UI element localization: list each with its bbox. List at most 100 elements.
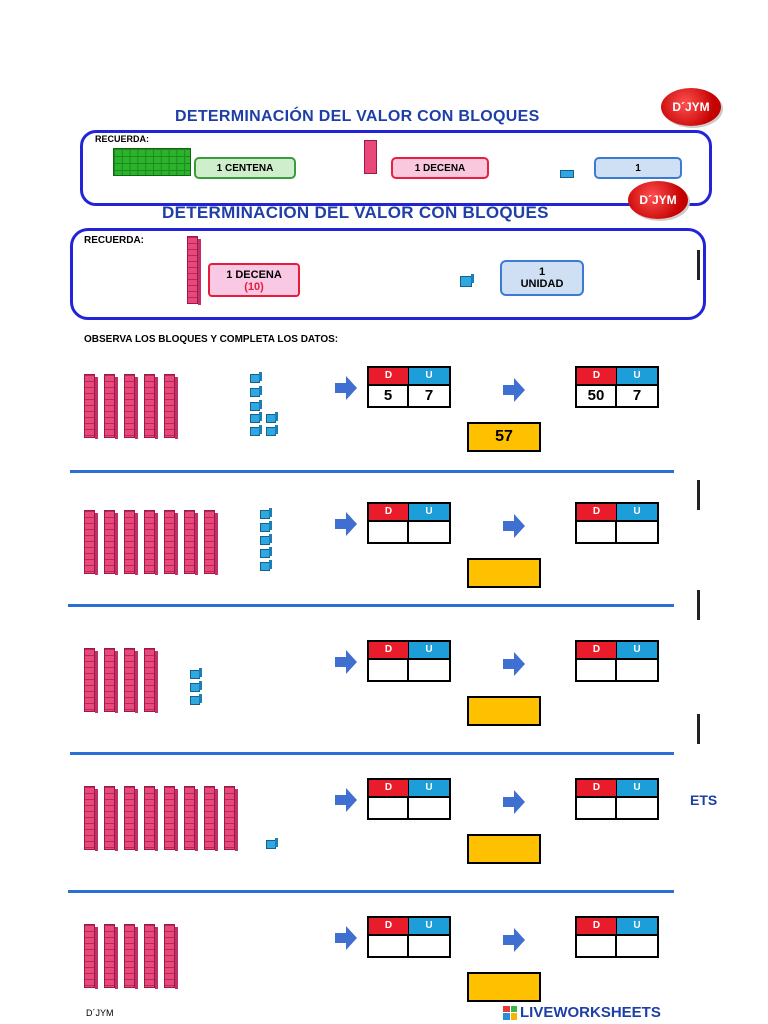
units-cell[interactable]: 7 [409,386,449,406]
instruction: OBSERVA LOS BLOQUES Y COMPLETA LOS DATOS… [84,334,339,345]
ten-rod [204,786,218,851]
units-cell[interactable] [617,936,657,956]
unidad-label-text: UNIDAD [520,278,564,290]
tens-header: D [577,780,617,798]
ten-rod [104,510,118,575]
edge-mark [697,590,700,620]
tens-cell[interactable] [369,660,409,680]
section-divider [70,752,674,755]
background-ten-rod [364,140,377,174]
unit-cube [460,274,474,287]
units-header: U [617,368,657,386]
footer-brand: LIVEWORKSHEETS [503,1004,661,1021]
answer-box[interactable] [467,972,541,1002]
page-title: DETERMINACIÓN DEL VALOR CON BLOQUES [162,203,549,222]
unit-cube [250,400,262,411]
answer-box[interactable]: 57 [467,422,541,452]
tens-cell[interactable] [369,936,409,956]
units-cell[interactable] [617,660,657,680]
arrow-right-icon [335,512,357,536]
tens-header: D [369,780,409,798]
decena-value: (10) [244,281,264,293]
background-title: DETERMINACIÓN DEL VALOR CON BLOQUES [175,108,540,125]
logo: D´JYM [661,88,721,126]
arrow-right-icon [335,650,357,674]
liveworksheets-icon [503,1005,517,1020]
arrow-right-icon [503,790,525,814]
tens-cell[interactable] [369,522,409,542]
unit-cube [250,412,262,423]
ten-rod [144,374,158,439]
tens-cell[interactable]: 5 [369,386,409,406]
unit-cube [266,425,278,436]
background-decena-label: 1 DECENA [391,157,489,179]
units-cell[interactable] [617,798,657,818]
units-header: U [617,504,657,522]
unit-cube [250,386,262,397]
ten-rod [104,648,118,713]
ten-rod [184,786,198,851]
ten-rod [144,510,158,575]
answer-box[interactable] [467,696,541,726]
ten-rod [144,648,158,713]
ten-rod [124,374,138,439]
decena-label-text: 1 DECENA [226,269,282,281]
tens-cell[interactable]: 50 [577,386,617,406]
tens-header: D [577,642,617,660]
unit-cube [260,534,272,545]
units-cell[interactable] [617,522,657,542]
recuerda-label: RECUERDA: [84,235,144,246]
units-cell[interactable] [409,660,449,680]
unidad-label: 1 UNIDAD [500,260,584,296]
background-recuerda-box [80,130,712,206]
ten-rod [144,786,158,851]
units-cell[interactable] [409,798,449,818]
ten-rod [84,374,98,439]
footer-brand-text: LIVEWORKSHEETS [520,1004,661,1021]
ten-rod [124,786,138,851]
answer-box[interactable] [467,558,541,588]
unit-cube [250,372,262,383]
tens-cell[interactable] [577,522,617,542]
tens-cell[interactable] [577,936,617,956]
unit-cube [250,425,262,436]
ten-rod [164,510,178,575]
background-unidad-label: 1 [594,157,682,179]
units-cell[interactable] [409,522,449,542]
section-divider [68,604,674,607]
tens-header: D [369,918,409,936]
recuerda-box [70,228,706,320]
units-cell[interactable]: 7 [617,386,657,406]
ten-rod [124,510,138,575]
background-unit-cube [560,170,574,178]
unit-cube [266,838,278,849]
ten-rod [104,924,118,989]
tens-cell[interactable] [369,798,409,818]
tens-cell[interactable] [577,660,617,680]
unit-cube [260,560,272,571]
units-header: U [409,780,449,798]
arrow-right-icon [503,652,525,676]
ten-rod [84,510,98,575]
unit-cube [190,694,202,705]
logo: D´JYM [628,181,688,219]
decena-label: 1 DECENA (10) [208,263,300,297]
tens-header: D [577,918,617,936]
edge-mark [697,250,700,280]
units-header: U [617,780,657,798]
units-header: U [409,504,449,522]
arrow-right-icon [503,928,525,952]
side-text: ETS [690,792,718,808]
tens-header: D [369,368,409,386]
tens-cell[interactable] [577,798,617,818]
units-cell[interactable] [409,936,449,956]
ten-rod [164,924,178,989]
answer-box[interactable] [467,834,541,864]
units-header: U [409,368,449,386]
arrow-right-icon [335,788,357,812]
